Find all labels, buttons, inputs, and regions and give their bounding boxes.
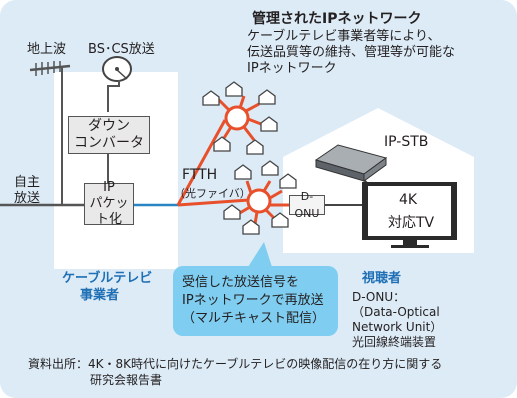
description-line-2: 伝送品質等の維持、管理等が可能な [247,45,456,60]
satellite-label: BS･CS放送 [88,42,155,57]
tv-label-2: 対応TV [388,215,435,231]
description-line-1: ケーブルテレビ事業者等により、 [247,29,441,44]
ftth-network [176,95,289,225]
self-broadcast-label-2: 放送 [14,191,41,206]
self-broadcast-label-1: 自主 [14,175,41,190]
ip-stb-label: IP-STB [384,134,429,150]
d-onu-box: D-ONU [289,190,325,220]
description-line-3: IPネットワーク [247,61,337,76]
source-line-2: 研究会報告書 [90,373,163,387]
tv-icon [362,182,457,248]
down-converter-box: ダウン コンバータ [68,116,150,154]
d-onu-note-3: Network Unit） [352,320,443,334]
ftth-note: （光ファイバ） [174,187,251,200]
callout-bubble [173,266,338,336]
ip-packet-label-2: パケット化 [89,196,129,227]
callout-line-2: IPネットワークで再放送 [182,293,324,308]
terrestrial-label: 地上波 [27,42,67,57]
terrestrial-antenna-icon [29,61,71,205]
tv-label-1: 4K [399,192,418,208]
down-converter-label-1: ダウン [88,118,130,134]
callout-tail [248,242,272,267]
d-onu-label: D-ONU [294,190,320,220]
ip-packet-label-1: IP [103,180,115,195]
d-onu-note-1: D-ONU： [352,290,406,304]
d-onu-note-4: 光回線終端装置 [352,335,437,349]
operator-label-2: 事業者 [80,288,120,303]
subscriber-house-icons [202,81,297,235]
diagram-title: 管理されたIPネットワーク [252,11,422,27]
ip-stb-device-icon [314,144,388,182]
satellite-dish-icon [102,56,132,112]
source-line-1: 資料出所：4K・8K時代に向けたケーブルテレビの映像配信の在り方に関する [28,357,443,371]
ip-packet-box: IP パケット化 [84,180,134,227]
ftth-label: FTTH [182,167,218,183]
operator-building [54,72,178,269]
operator-label-1: ケーブルテレビ [62,271,153,286]
d-onu-note-2: （Data-Optical [352,305,440,319]
callout-line-1: 受信した放送信号を [182,275,300,290]
callout-line-3: （マルチキャスト配信） [182,311,326,326]
down-converter-label-2: コンバータ [74,135,144,151]
viewer-label: 視聴者 [362,271,402,286]
